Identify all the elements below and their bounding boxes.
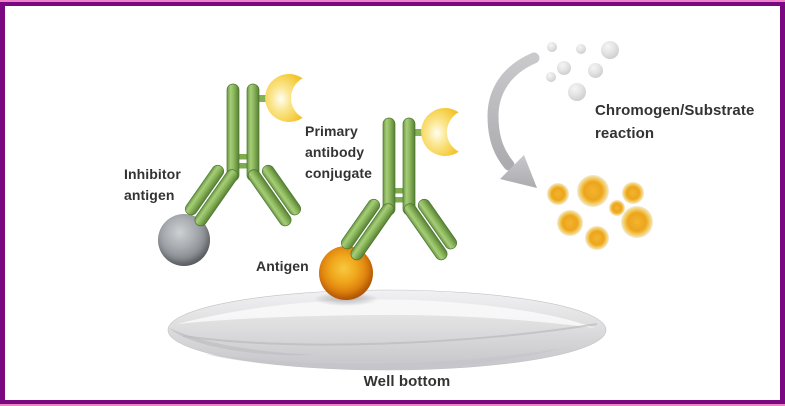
- well-disc-fold: [169, 328, 315, 356]
- heavy-chain-arm-left: [350, 203, 395, 261]
- disulfide-bar: [236, 154, 250, 160]
- disulfide-bar: [392, 188, 406, 194]
- substrate-dot: [546, 72, 556, 82]
- product-dot: [577, 175, 609, 207]
- antibody-shape: [340, 117, 458, 261]
- antigen-sphere: [319, 246, 373, 300]
- disulfide-bar: [392, 197, 406, 203]
- chromogen-substrate-label-line1: Chromogen/Substrate: [595, 102, 755, 119]
- disulfide-bar: [236, 163, 250, 169]
- well-bottom-label: Well bottom: [363, 373, 451, 390]
- primary-antibody-label-line2: antibody: [305, 144, 365, 160]
- arrow-shaft: [487, 52, 540, 171]
- substrate-dot: [568, 83, 586, 101]
- product-dot: [622, 182, 644, 204]
- primary-antibody-conjugate: [340, 108, 459, 261]
- heavy-chain-stem-right: [246, 83, 260, 182]
- primary-antibody-label: Primary antibody conjugate: [305, 121, 372, 184]
- product-dot: [609, 200, 625, 216]
- heavy-chain-stem-left: [382, 117, 396, 216]
- chromogen-substrate-label-line2: reaction: [595, 125, 655, 142]
- well-disc-crease: [182, 323, 598, 346]
- inhibited-antibody: [184, 74, 303, 227]
- inhibitor-antigen-label-line2: antigen: [124, 187, 175, 203]
- well-bottom-disc: [167, 289, 607, 371]
- product-dot: [621, 206, 653, 238]
- heavy-chain-stem-right: [402, 117, 416, 216]
- well-disc-highlight: [177, 299, 595, 328]
- product-dot: [557, 210, 583, 236]
- chromogen-substrate-label: Chromogen/Substrate reaction: [595, 99, 754, 145]
- product-dot: [547, 183, 569, 205]
- substrate-dot: [557, 61, 571, 75]
- heavy-chain-stem-left: [226, 83, 240, 182]
- light-chain-left: [340, 198, 381, 250]
- heavy-chain-arm-right: [247, 169, 292, 227]
- heavy-chain-arm-right: [403, 203, 448, 261]
- enzyme-pacman-icon: [421, 108, 459, 156]
- primary-antibody-label-line1: Primary: [305, 123, 358, 139]
- enzyme-pacman-icon: [265, 74, 303, 122]
- inhibitor-antigen-label-line1: Inhibitor: [124, 166, 181, 182]
- inhibitor-antigen-label: Inhibitor antigen: [124, 164, 181, 206]
- arrow-head: [500, 155, 537, 188]
- frame-accent-bottom: [0, 404, 785, 406]
- primary-antibody-label-line3: conjugate: [305, 165, 373, 181]
- substrate-dot: [588, 63, 603, 78]
- heavy-chain-arm-left: [194, 169, 239, 227]
- substrate-dot: [601, 41, 619, 59]
- substrate-dot: [576, 44, 586, 54]
- light-chain-right: [417, 198, 458, 250]
- antibody-shape: [184, 83, 302, 227]
- product-dot: [585, 226, 609, 250]
- well-disc-bottom-shade: [205, 348, 565, 370]
- light-chain-left: [184, 164, 225, 216]
- light-chain-right: [261, 164, 302, 216]
- reaction-arrow-icon: [487, 52, 540, 188]
- substrate-dot: [547, 42, 557, 52]
- frame-accent-top: [0, 0, 785, 2]
- antigen-label: Antigen: [256, 258, 309, 274]
